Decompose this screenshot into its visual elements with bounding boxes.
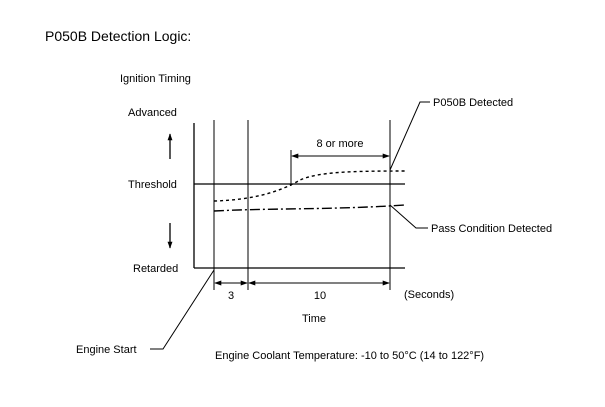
threshold-label: Threshold — [128, 179, 177, 191]
seconds-unit-label: (Seconds) — [404, 289, 454, 301]
pass-callout-line — [389, 204, 428, 229]
engine-start-callout-line — [150, 269, 215, 350]
advanced-label: Advanced — [128, 107, 177, 119]
detected-label: P050B Detected — [433, 97, 513, 109]
interval-2-label: 10 — [314, 290, 326, 302]
pass-timing-curve — [213, 204, 406, 212]
interval-1-label: 3 — [228, 290, 234, 302]
duration-label: 8 or more — [316, 138, 363, 150]
fault-timing-curve — [213, 170, 406, 202]
detected-callout-line — [389, 101, 430, 171]
coolant-condition-note: Engine Coolant Temperature: -10 to 50°C … — [215, 350, 484, 362]
diagram-title: P050B Detection Logic: — [45, 28, 191, 44]
pass-condition-label: Pass Condition Detected — [431, 223, 552, 235]
y-axis-title: Ignition Timing — [120, 73, 191, 85]
retarded-label: Retarded — [133, 263, 178, 275]
x-axis-title: Time — [302, 313, 326, 325]
engine-start-label: Engine Start — [76, 344, 137, 356]
